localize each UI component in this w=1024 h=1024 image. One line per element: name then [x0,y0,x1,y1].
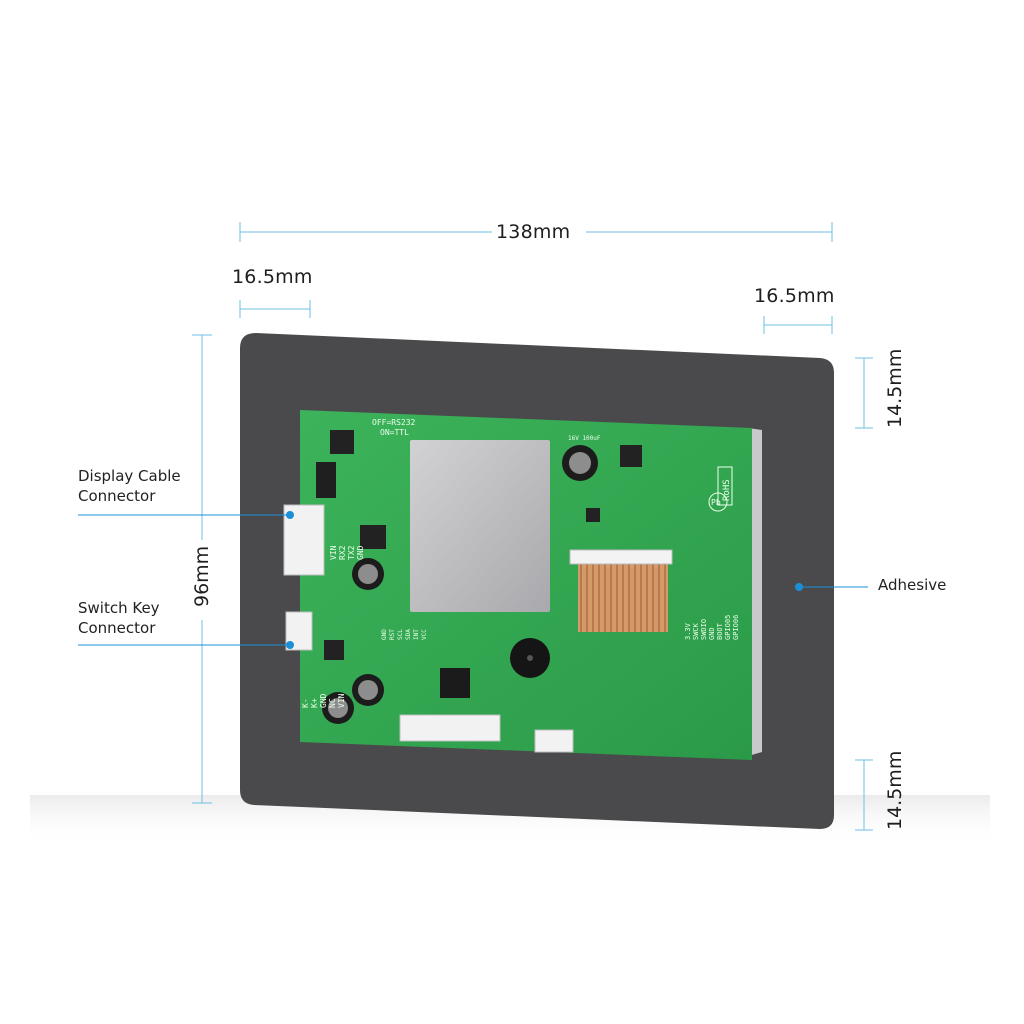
pb-text: Pb [711,498,721,507]
dim-margin-left: 16.5mm [232,266,313,288]
capacitor-top [358,564,378,584]
chip [360,525,386,549]
pin-label: K+ [310,698,319,708]
chip [586,508,600,522]
pin-label: K- [301,698,310,708]
dimension-lines [192,222,873,831]
pin-label: GND [708,627,716,640]
capacitor-top [569,452,591,474]
chip [620,445,642,467]
callout-adhesive: Adhesive [878,576,947,594]
pin-label: INT [413,629,420,640]
chip [330,430,354,454]
chip [316,462,336,498]
pin-label: VIN [329,545,338,560]
silk-cap-label: 16V 100uF [568,435,601,442]
pin-label: GND [356,545,365,560]
bottom-fpc-connector [399,714,501,742]
rohs-mark: RoHS [717,466,733,506]
pb-mark: Pb [708,492,728,512]
buzzer-hole [527,655,533,661]
pin-label: RX2 [338,545,347,560]
dim-margin-right: 16.5mm [754,285,835,307]
pin-label: SWDIO [700,619,708,640]
pin-label: NC [328,698,337,708]
bottom-small-connector [534,729,574,753]
pin-label: GND [381,629,388,640]
dim-margin-bottom: 14.5mm [884,750,906,830]
pin-label: VCC [421,629,428,640]
pin-label: GPIO06 [732,615,740,640]
capacitor-top [358,680,378,700]
pin-label: TX2 [347,545,356,560]
chip [440,668,470,698]
dim-width-total: 138mm [496,221,571,243]
pin-label: SCL [397,629,404,640]
callout-display-cable: Display Cable Connector [78,467,181,505]
pin-label: GPIO05 [724,615,732,640]
pin-label: 3.3V [684,622,692,640]
pin-label: BOOT [716,622,724,640]
callout-leaders [78,511,868,649]
pin-label: SDA [405,629,412,640]
dim-height-total: 96mm [191,545,213,607]
silk-mode-top: OFF=RS232 [372,418,416,427]
dim-margin-top: 14.5mm [884,348,906,428]
rohs-text: RoHS [722,479,732,501]
pin-label: GND [319,693,328,708]
capacitor-top [328,698,348,718]
chip [324,640,344,660]
callout-switch-key: Switch Key Connector [78,599,160,637]
ribbon-cable [578,558,668,632]
pin-label: RST [389,629,396,640]
ribbon-connector [569,549,673,565]
shield-can [410,440,550,612]
pin-label: VIN [337,693,346,708]
pin-label: SWCK [692,622,700,640]
silk-mode-bottom: ON=TTL [380,428,409,437]
